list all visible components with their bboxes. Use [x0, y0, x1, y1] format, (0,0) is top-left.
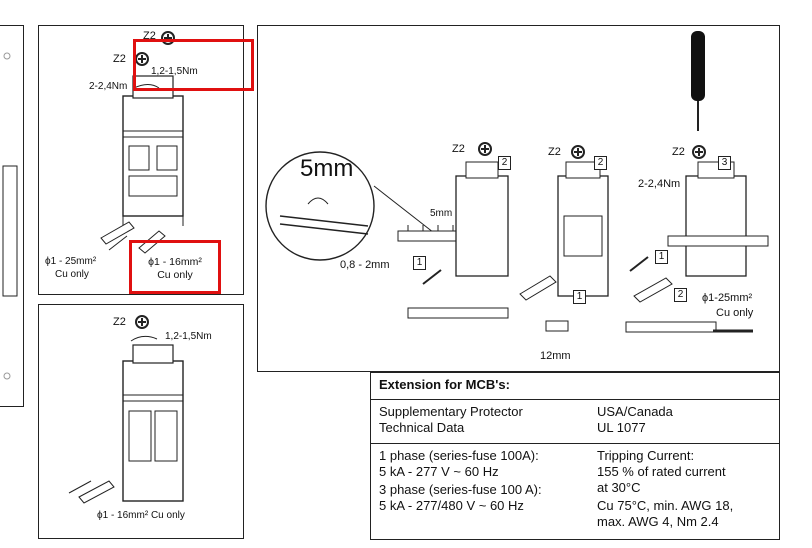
standard-label: UL 1077	[597, 420, 646, 435]
panel-mcb-top: Z2 Z2 1,2-1,5Nm 2-2,4Nm ϕ1 - 25mm² Cu on…	[38, 25, 244, 295]
z2-label-a: Z2	[452, 143, 465, 155]
left-panel-drawing	[2, 52, 18, 380]
z2-label-c: Z2	[672, 146, 685, 158]
mcb-top-drawing	[100, 31, 184, 254]
z2-label-mid: Z2	[113, 53, 126, 65]
mm5-small-label: 5mm	[430, 208, 453, 219]
protector-line-2: Technical Data	[379, 420, 465, 435]
torque-label-c: 2-2,4Nm	[638, 178, 681, 190]
wire-b-note: Cu only	[157, 269, 193, 281]
highlight-wire-box	[129, 240, 221, 294]
wire-a-note: Cu only	[55, 269, 89, 280]
wire-c-size: ϕ1-25mm²	[702, 292, 753, 304]
tripping-temp: at 30°C	[597, 480, 641, 495]
mcb-extension-table: Extension for MCB's: Supplementary Prote…	[370, 372, 780, 540]
wire-a-size: ϕ1 - 25mm²	[45, 256, 97, 267]
torque-label-a: 1,2-1,5Nm	[151, 66, 198, 77]
step-2-box-b: 2	[594, 156, 607, 170]
three-phase-label: 3 phase (series-fuse 100 A):	[379, 482, 542, 497]
torque-label-bottom: 1,2-1,5Nm	[165, 331, 212, 342]
torque-label-b: 2-2,4Nm	[89, 81, 128, 92]
tripping-label: Tripping Current:	[597, 448, 695, 463]
table-row-protector: Supplementary Protector Technical Data U…	[371, 399, 779, 444]
single-phase-rating: 5 kA - 277 V ~ 60 Hz	[379, 464, 499, 479]
range-label: 0,8 - 2mm	[340, 259, 390, 271]
three-phase-rating: 5 kA - 277/480 V ~ 60 Hz	[379, 498, 524, 513]
tripping-current: 155 % of rated current	[597, 464, 726, 479]
panel-mcb-bottom: Z2 1,2-1,5Nm ϕ1 - 16mm² Cu only	[38, 304, 244, 539]
step-1-box-b: 1	[573, 290, 586, 304]
left-clipped-panel	[0, 25, 24, 407]
step-1-box-c: 1	[655, 250, 668, 264]
wire-c-note: Cu only	[716, 307, 754, 319]
panel-main-assembly: 5mm 5mm 0,8 - 2mm 1 1 1 2 2 2 3 Z2 Z2 Z2…	[257, 25, 780, 372]
step-1-box-a: 1	[413, 256, 426, 270]
mcb-bottom-drawing	[68, 315, 184, 504]
assembly-drawing	[265, 31, 769, 333]
table-row-ratings: 1 phase (series-fuse 100A): 5 kA - 277 V…	[371, 443, 779, 540]
table-title: Extension for MCB's:	[379, 377, 510, 392]
wire-b-size: ϕ1 - 16mm²	[148, 256, 202, 268]
region-label: USA/Canada	[597, 404, 673, 419]
wire-spec-2: max. AWG 4, Nm 2.4	[597, 514, 719, 529]
step-3-box: 3	[718, 156, 731, 170]
single-phase-label: 1 phase (series-fuse 100A):	[379, 448, 539, 463]
wire-spec-1: Cu 75°C, min. AWG 18,	[597, 498, 734, 513]
highlight-torque-box	[133, 39, 254, 91]
step-2-box-a: 2	[498, 156, 511, 170]
mm5-big-label: 5mm	[300, 155, 354, 182]
wire-bottom-size: ϕ1 - 16mm² Cu only	[97, 510, 185, 521]
strip-length-label: 12mm	[540, 350, 571, 362]
z2-label-bottom: Z2	[113, 316, 126, 328]
protector-line-1: Supplementary Protector	[379, 404, 523, 419]
z2-label-b: Z2	[548, 146, 561, 158]
step-2-box-c: 2	[674, 288, 687, 302]
